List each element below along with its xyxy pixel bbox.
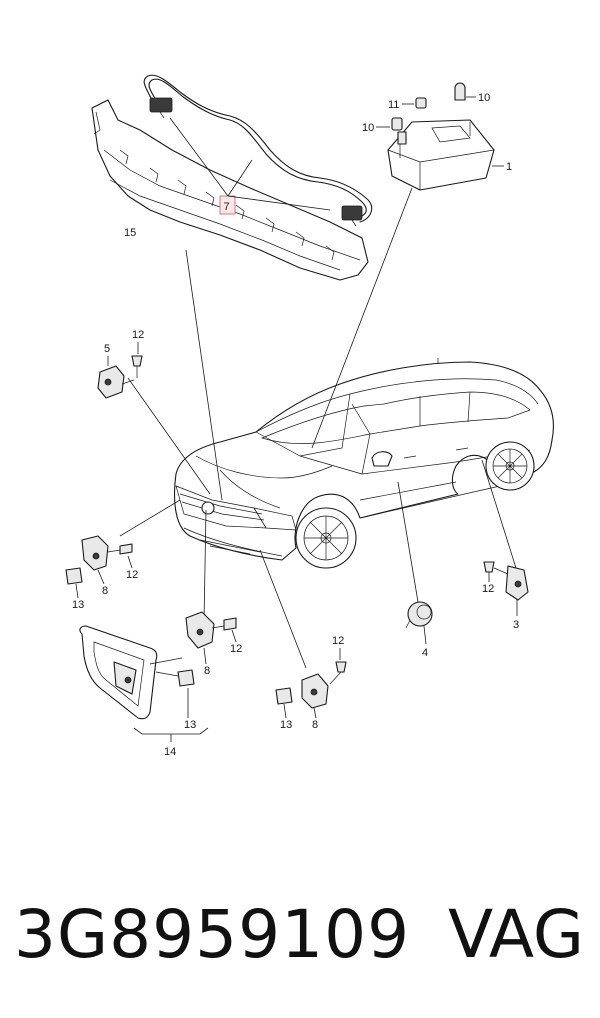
impact-absorber-part — [91, 99, 369, 281]
impact-sensor-part — [65, 535, 133, 585]
callout-label: 1 — [506, 161, 512, 173]
callout-label: 11 — [388, 99, 399, 111]
callout-label: 13 — [280, 719, 292, 731]
callout-label: 10 — [362, 122, 374, 134]
screw-part — [391, 82, 466, 131]
callout-label: 8 — [102, 585, 108, 597]
parts-diagram: 7 11 10 10 1 15 — [65, 74, 555, 758]
callout-label: 3 — [513, 619, 519, 631]
callout-label: 8 — [204, 665, 210, 677]
callout-label: 8 — [312, 719, 318, 731]
callout-label: 15 — [124, 227, 136, 239]
callout-label: 13 — [72, 599, 84, 611]
car-outline — [173, 358, 555, 569]
callout-label: 4 — [422, 647, 428, 659]
side-sensor-part — [483, 561, 529, 601]
bracket-part — [79, 625, 195, 720]
callout-label: 7 — [224, 201, 230, 213]
impact-sensor-part — [97, 355, 143, 399]
wiring-harness-part — [143, 74, 373, 227]
callout-label: 12 — [132, 329, 144, 341]
impact-sensor-part — [185, 611, 237, 649]
callout-label: 10 — [478, 92, 490, 104]
callout-7: 7 — [169, 117, 331, 215]
callout-label: 12 — [230, 643, 242, 655]
callout-label: 14 — [164, 746, 176, 758]
callout-label: 12 — [332, 635, 344, 647]
brand-label: VAG — [447, 896, 584, 973]
airbag-control-unit-part — [387, 119, 495, 191]
callout-label: 13 — [184, 719, 196, 731]
callout-label: 12 — [482, 583, 494, 595]
impact-sensor-part — [275, 661, 347, 709]
pressure-sensor-part — [405, 601, 433, 629]
callout-label: 12 — [126, 569, 138, 581]
part-number: 3G8959109 — [14, 896, 411, 973]
callout-label: 5 — [104, 343, 110, 355]
footer: 3G8959109 VAG — [0, 880, 600, 990]
